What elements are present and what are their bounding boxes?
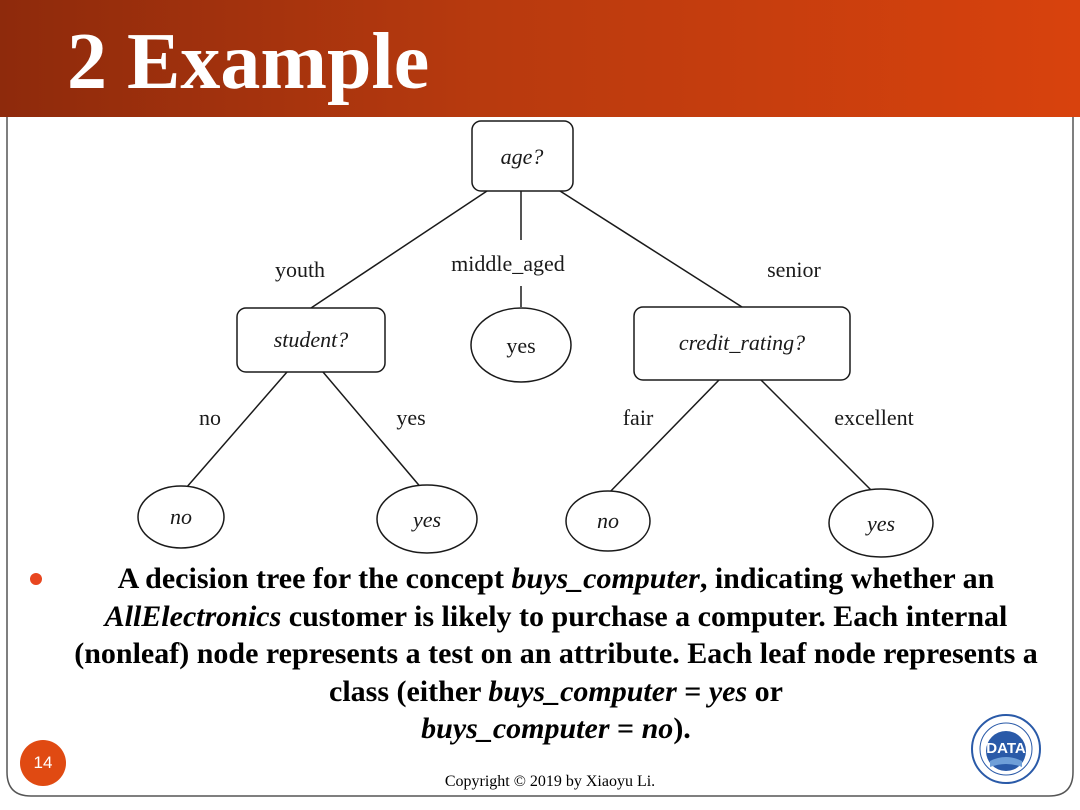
sundata-logo: DATA bbox=[971, 714, 1041, 784]
node-age-label: age? bbox=[501, 144, 544, 169]
decision-tree-diagram: age? student? credit_rating? yes no yes … bbox=[137, 120, 934, 558]
logo-text: DATA bbox=[986, 740, 1026, 757]
copyright-text: Copyright © 2019 by Xiaoyu Li. bbox=[444, 773, 656, 790]
caption-italic: no bbox=[641, 712, 674, 745]
page-number-badge: 14 bbox=[20, 740, 66, 786]
branch-label-senior: senior bbox=[767, 257, 821, 282]
caption: A decision tree for the concept buys_com… bbox=[30, 560, 1062, 748]
leaf-student-yes-label: yes bbox=[411, 507, 441, 532]
slide-title: 2 Example bbox=[67, 18, 430, 106]
edge-student-yes bbox=[322, 371, 424, 491]
caption-part: , indicating whether an bbox=[699, 562, 995, 595]
bullet-icon bbox=[30, 573, 42, 585]
edge-credit-excellent bbox=[760, 379, 879, 498]
caption-italic: buys_computer bbox=[488, 674, 677, 708]
caption-italic: yes bbox=[708, 674, 748, 708]
leaf-middle-aged-label: yes bbox=[506, 333, 535, 358]
edge-age-senior bbox=[559, 190, 743, 308]
leaf-student-yes bbox=[376, 484, 478, 554]
leaf-credit-fair-label: no bbox=[597, 508, 619, 533]
node-student-label: student? bbox=[274, 327, 349, 352]
node-credit-rating bbox=[633, 306, 851, 381]
leaf-middle-aged bbox=[470, 307, 572, 383]
node-student bbox=[236, 307, 386, 373]
leaf-credit-excellent-label: yes bbox=[865, 511, 895, 536]
edge-student-no bbox=[185, 371, 288, 489]
title-bar: 2 Example bbox=[0, 0, 1080, 117]
edge-age-youth bbox=[310, 190, 488, 309]
leaf-student-no-label: no bbox=[170, 504, 192, 529]
caption-text: A decision tree for the concept buys_com… bbox=[30, 560, 1062, 748]
caption-part: customer is likely to purchase a compute… bbox=[74, 599, 1038, 708]
caption-italic: AllElectronics bbox=[104, 599, 282, 633]
edge-credit-fair bbox=[604, 379, 720, 498]
branch-label-youth: youth bbox=[275, 257, 325, 282]
leaf-credit-excellent bbox=[828, 488, 934, 558]
node-age bbox=[471, 120, 574, 192]
branch-label-yes: yes bbox=[396, 405, 425, 430]
node-credit-rating-label: credit_rating? bbox=[679, 330, 805, 355]
branch-label-fair: fair bbox=[623, 405, 654, 430]
caption-italic: buys_computer bbox=[511, 562, 700, 595]
caption-part: or bbox=[747, 674, 783, 708]
caption-italic: buys_computer bbox=[421, 712, 610, 745]
leaf-credit-fair bbox=[565, 490, 651, 552]
caption-part: = bbox=[609, 712, 642, 745]
caption-part: ). bbox=[673, 712, 691, 745]
branch-label-middle-aged: middle_aged bbox=[451, 251, 565, 276]
caption-part: A decision tree for the concept bbox=[117, 562, 512, 595]
branch-label-no: no bbox=[199, 405, 221, 430]
leaf-student-no bbox=[137, 485, 225, 549]
caption-part: = bbox=[676, 674, 709, 708]
branch-label-excellent: excellent bbox=[834, 405, 913, 430]
